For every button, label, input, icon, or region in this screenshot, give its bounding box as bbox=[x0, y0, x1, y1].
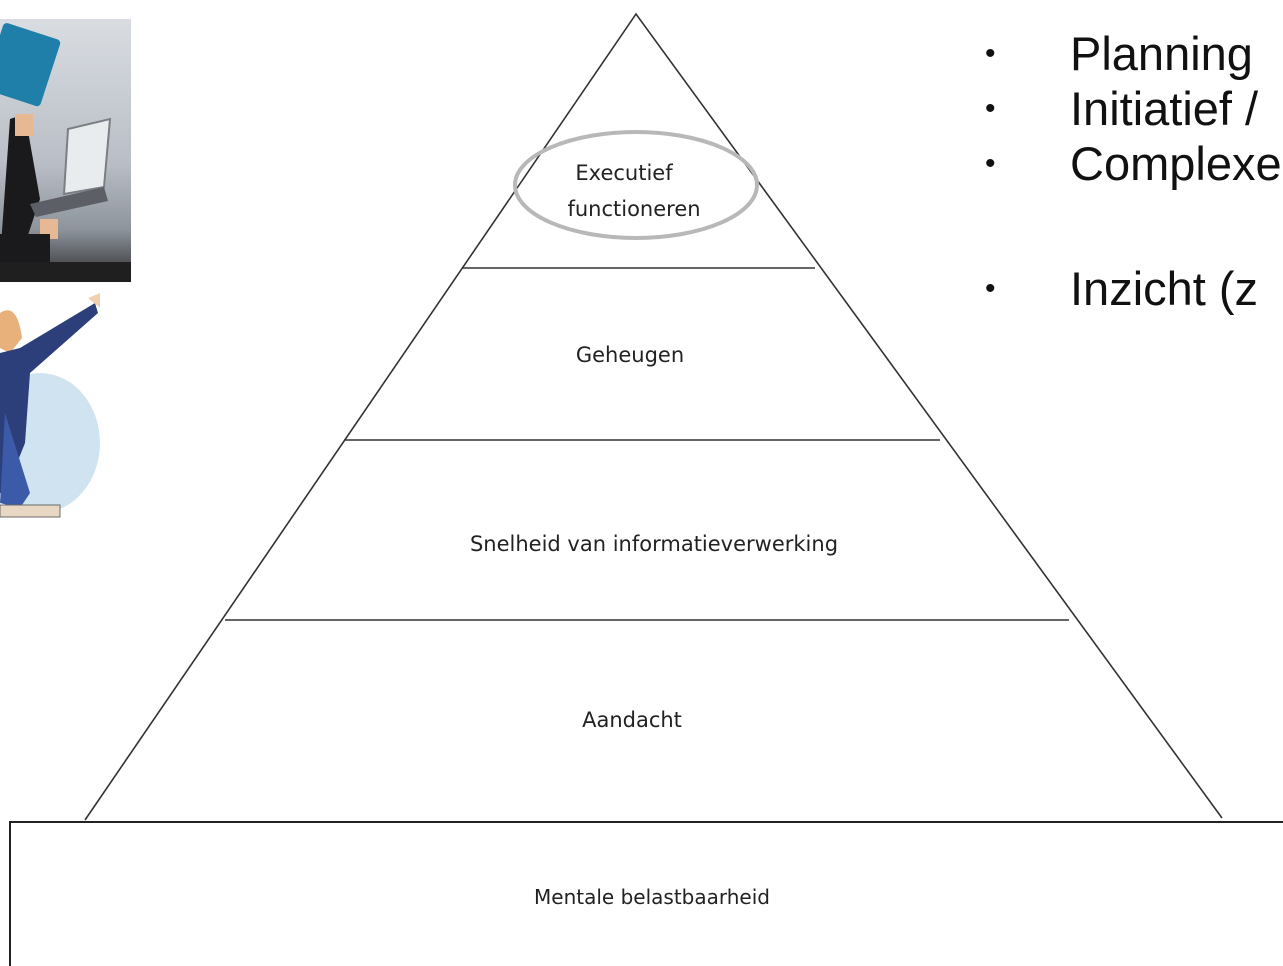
pyramid-outline bbox=[84, 12, 1223, 821]
bullet-item: • Inzicht (z bbox=[985, 261, 1283, 316]
bullet-text: Planning bbox=[1070, 27, 1253, 80]
level-label-aandacht: Aandacht bbox=[582, 708, 682, 732]
bullet-item: • Complexe bbox=[985, 136, 1283, 191]
bullet-dot-icon: • bbox=[985, 92, 996, 125]
base-label: Mentale belastbaarheid bbox=[534, 885, 770, 909]
level-label-geheugen: Geheugen bbox=[576, 343, 684, 367]
bullet-item: • Initiatief / bbox=[985, 81, 1283, 136]
highlight-ring bbox=[513, 130, 759, 240]
bullet-list: • Planning • Initiatief / • Complexe • Inzic… bbox=[985, 26, 1283, 316]
bullet-dot-icon: • bbox=[985, 147, 996, 180]
top-level-label-line1: Executief bbox=[575, 161, 673, 185]
juggler-illustration bbox=[0, 293, 100, 518]
top-level-label-line2: functioneren bbox=[567, 197, 700, 221]
bullet-dot-icon: • bbox=[985, 37, 996, 70]
bullet-text: Inzicht (z bbox=[1070, 262, 1259, 315]
bullet-text: Complexe bbox=[1070, 137, 1282, 190]
business-multitasking-illustration bbox=[0, 23, 131, 282]
base-box bbox=[9, 821, 1283, 966]
bullet-item: • Planning bbox=[985, 26, 1283, 81]
juggling-cartoon bbox=[0, 293, 100, 528]
bullet-dot-icon: • bbox=[985, 272, 996, 305]
bullet-text: Initiatief / bbox=[1070, 82, 1259, 135]
business-multitasking-photo bbox=[0, 19, 131, 282]
level-label-snelheid: Snelheid van informatieverwerking bbox=[470, 532, 838, 556]
